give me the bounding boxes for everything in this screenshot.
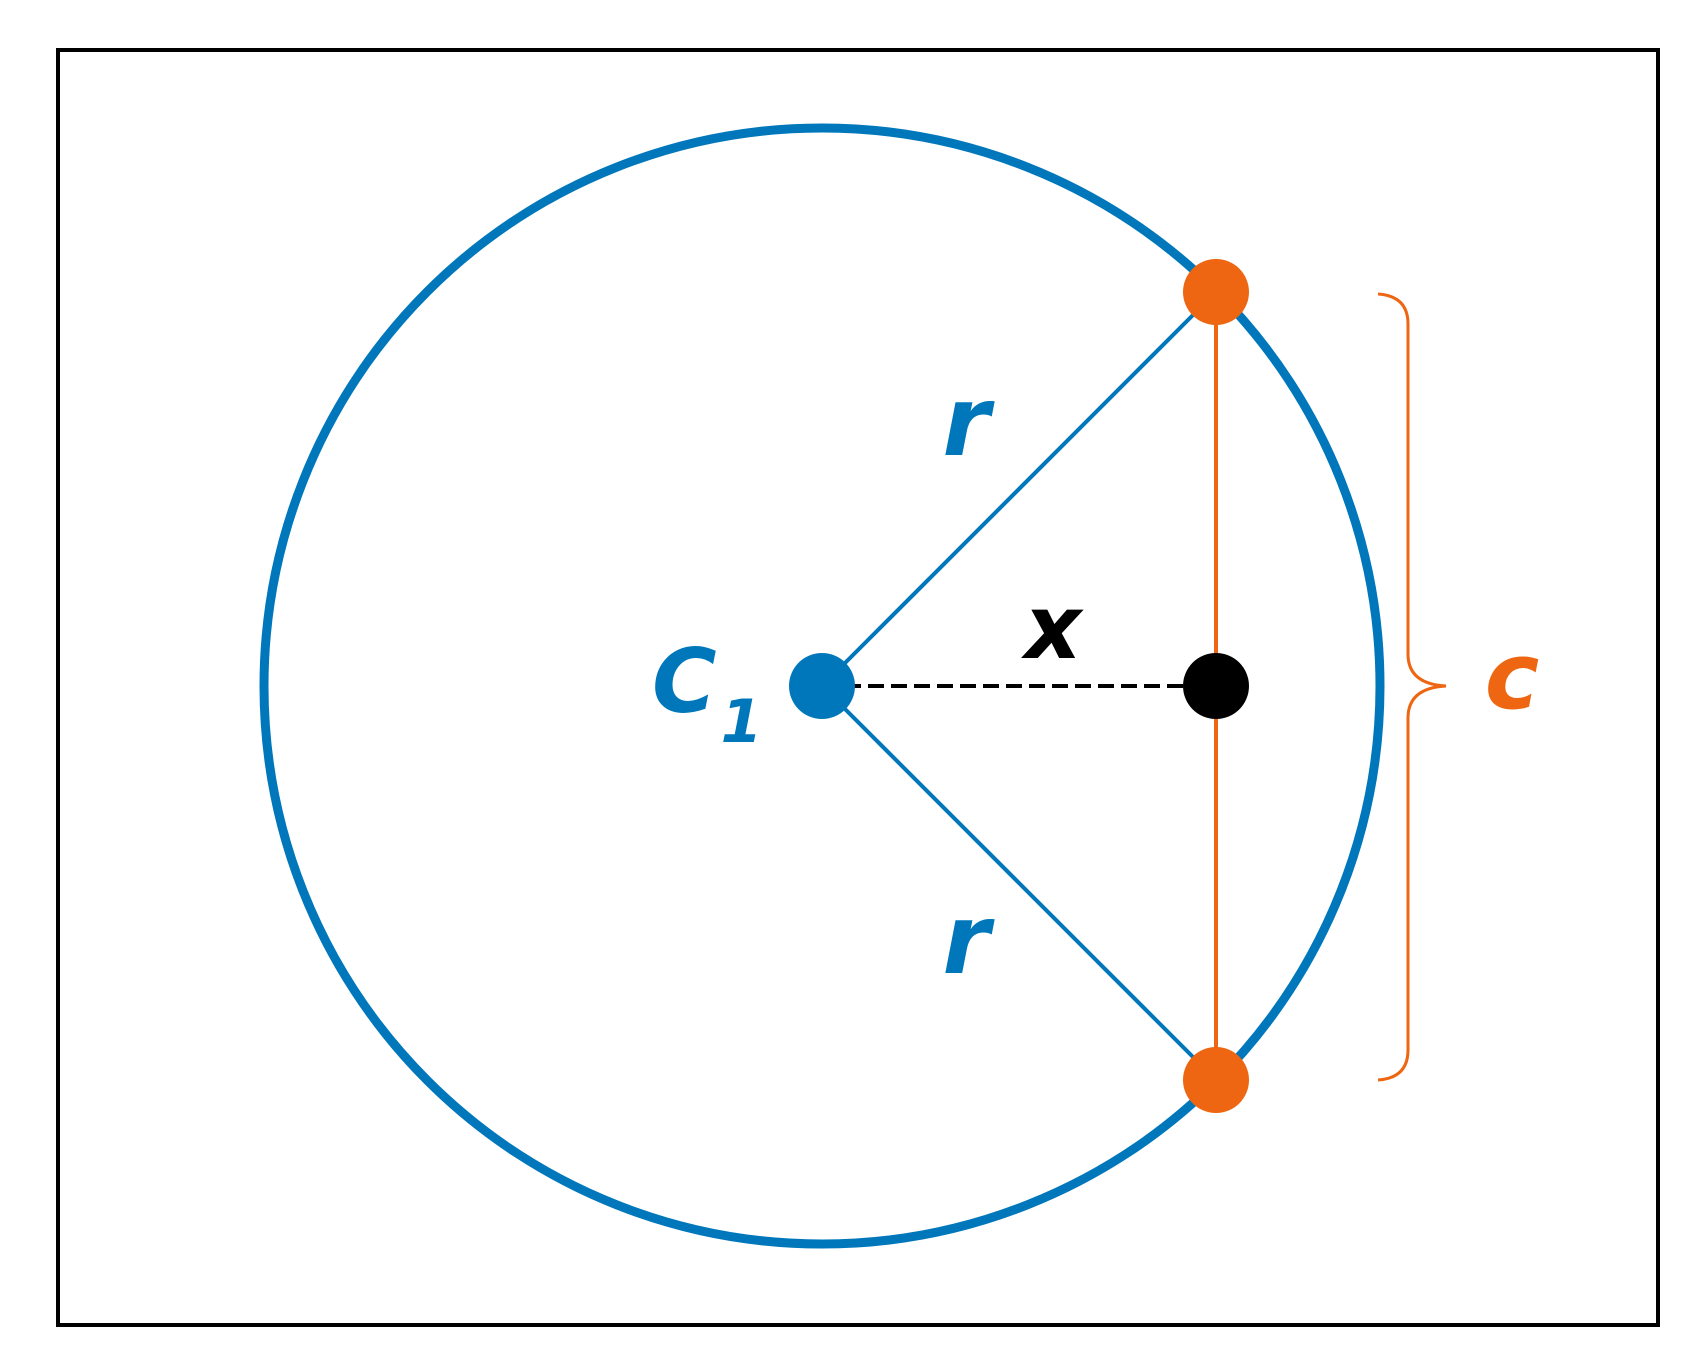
- chord-endpoint-upper: [1183, 259, 1249, 325]
- label-chord-c: c: [1485, 623, 1540, 730]
- label-center-c1: C1: [652, 630, 762, 757]
- label-center-subscript: 1: [721, 687, 763, 757]
- chord-midpoint: [1183, 653, 1249, 719]
- label-center-letter: C: [652, 630, 717, 733]
- chord-brace: [1377, 292, 1447, 1082]
- chord-endpoint-lower: [1183, 1047, 1249, 1113]
- center-point-c1: [789, 653, 855, 719]
- label-radius-lower: r: [942, 884, 995, 996]
- radius-line-upper: [820, 290, 1218, 688]
- circle-c1: [259, 123, 1385, 1249]
- label-radius-upper: r: [942, 366, 995, 478]
- radius-line-lower: [820, 684, 1218, 1082]
- label-distance-x: x: [1021, 576, 1085, 679]
- diagram-frame: [56, 48, 1660, 1327]
